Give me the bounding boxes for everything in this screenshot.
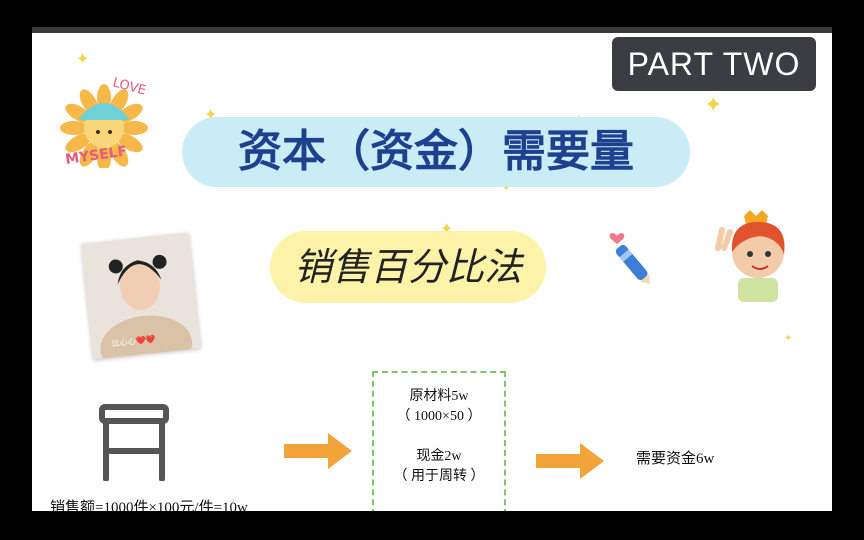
pen-heart-icon (609, 232, 650, 284)
sales-formula: 销售额=1000件×100元/件=10w (50, 500, 248, 511)
raw-material-line: 原材料5w (409, 389, 469, 404)
title-block: 资本（资金）需要量 (182, 117, 690, 187)
sunflower-logo-icon: LOVE MYSELF (60, 75, 148, 168)
sparkle-icon: ✦ (784, 333, 793, 344)
video-top-edge (32, 27, 832, 33)
peace-girl-sticker-icon (715, 210, 785, 302)
sparkle-icon: ✦ (704, 93, 723, 118)
slide-subtitle: 销售百分比法 (293, 245, 522, 289)
part-badge: PART TWO (612, 37, 816, 91)
title-highlight (182, 117, 690, 187)
desk-icon (99, 404, 169, 481)
cash-line: 现金2w (416, 449, 462, 464)
cash-purpose: （ 用于周转 ） (393, 469, 485, 484)
capital-needed: 需要资金6w (636, 451, 715, 467)
subtitle-highlight (270, 231, 546, 303)
subtitle-block: 销售百分比法 (270, 231, 546, 303)
presenter-photo: 比心心❤️❤️ (81, 232, 201, 360)
presentation-slide: PART TWO LOVE MYSELF ✦ (32, 33, 832, 511)
person-portrait-icon (81, 232, 201, 360)
slide-title: 资本（资金）需要量 (238, 126, 634, 177)
cost-breakdown-box: 原材料5w （ 1000×50 ） 现金2w （ 用于周转 ） (372, 371, 506, 511)
raw-material-calc: （ 1000×50 ） (396, 409, 482, 424)
right-arrow-icon (284, 433, 352, 469)
right-arrow-icon (536, 443, 604, 479)
sparkle-icon: ✦ (502, 183, 511, 194)
sparkle-icon: ✦ (76, 49, 90, 68)
